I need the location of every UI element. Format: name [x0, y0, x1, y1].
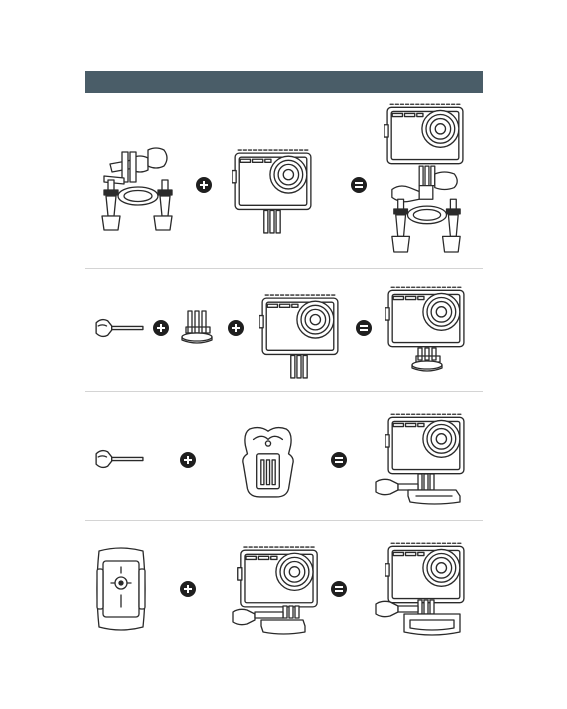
- divider-1: [85, 268, 483, 269]
- handlebar-mount-attached-illustration: [386, 166, 466, 256]
- camera-waterproof-case-illustration: [232, 148, 314, 234]
- plus-operator: [180, 452, 196, 468]
- plus-operator: [180, 581, 196, 597]
- tripod-adapter-attached-illustration: [410, 348, 446, 372]
- camera-on-tripod-adapter-illustration: [385, 285, 467, 351]
- equals-operator: [331, 452, 347, 468]
- handlebar-mount-illustration: [96, 140, 178, 232]
- equals-operator: [331, 581, 347, 597]
- camera-waterproof-case-illustration: [258, 293, 342, 379]
- header-bar: [85, 71, 483, 93]
- camera-on-handlebar-mount-illustration: [384, 102, 466, 168]
- plus-operator: [196, 177, 212, 193]
- quick-release-buckle-illustration: [239, 423, 297, 499]
- adhesive-mount-attached-illustration: [374, 600, 466, 640]
- thumb-screw-illustration: [93, 316, 145, 340]
- tripod-adapter-illustration: [180, 309, 216, 345]
- buckle-on-camera-illustration: [231, 606, 323, 636]
- divider-2: [85, 391, 483, 392]
- plus-operator: [228, 320, 244, 336]
- thumb-screw-illustration: [93, 447, 145, 471]
- equals-operator: [351, 177, 367, 193]
- camera-with-buckle-illustration: [237, 545, 321, 611]
- buckle-attached-illustration: [374, 474, 466, 508]
- divider-3: [85, 520, 483, 521]
- camera-on-adhesive-mount-illustration: [385, 541, 467, 607]
- plus-operator: [153, 320, 169, 336]
- adhesive-mount-illustration: [93, 547, 149, 631]
- camera-on-buckle-illustration: [385, 412, 467, 478]
- equals-operator: [356, 320, 372, 336]
